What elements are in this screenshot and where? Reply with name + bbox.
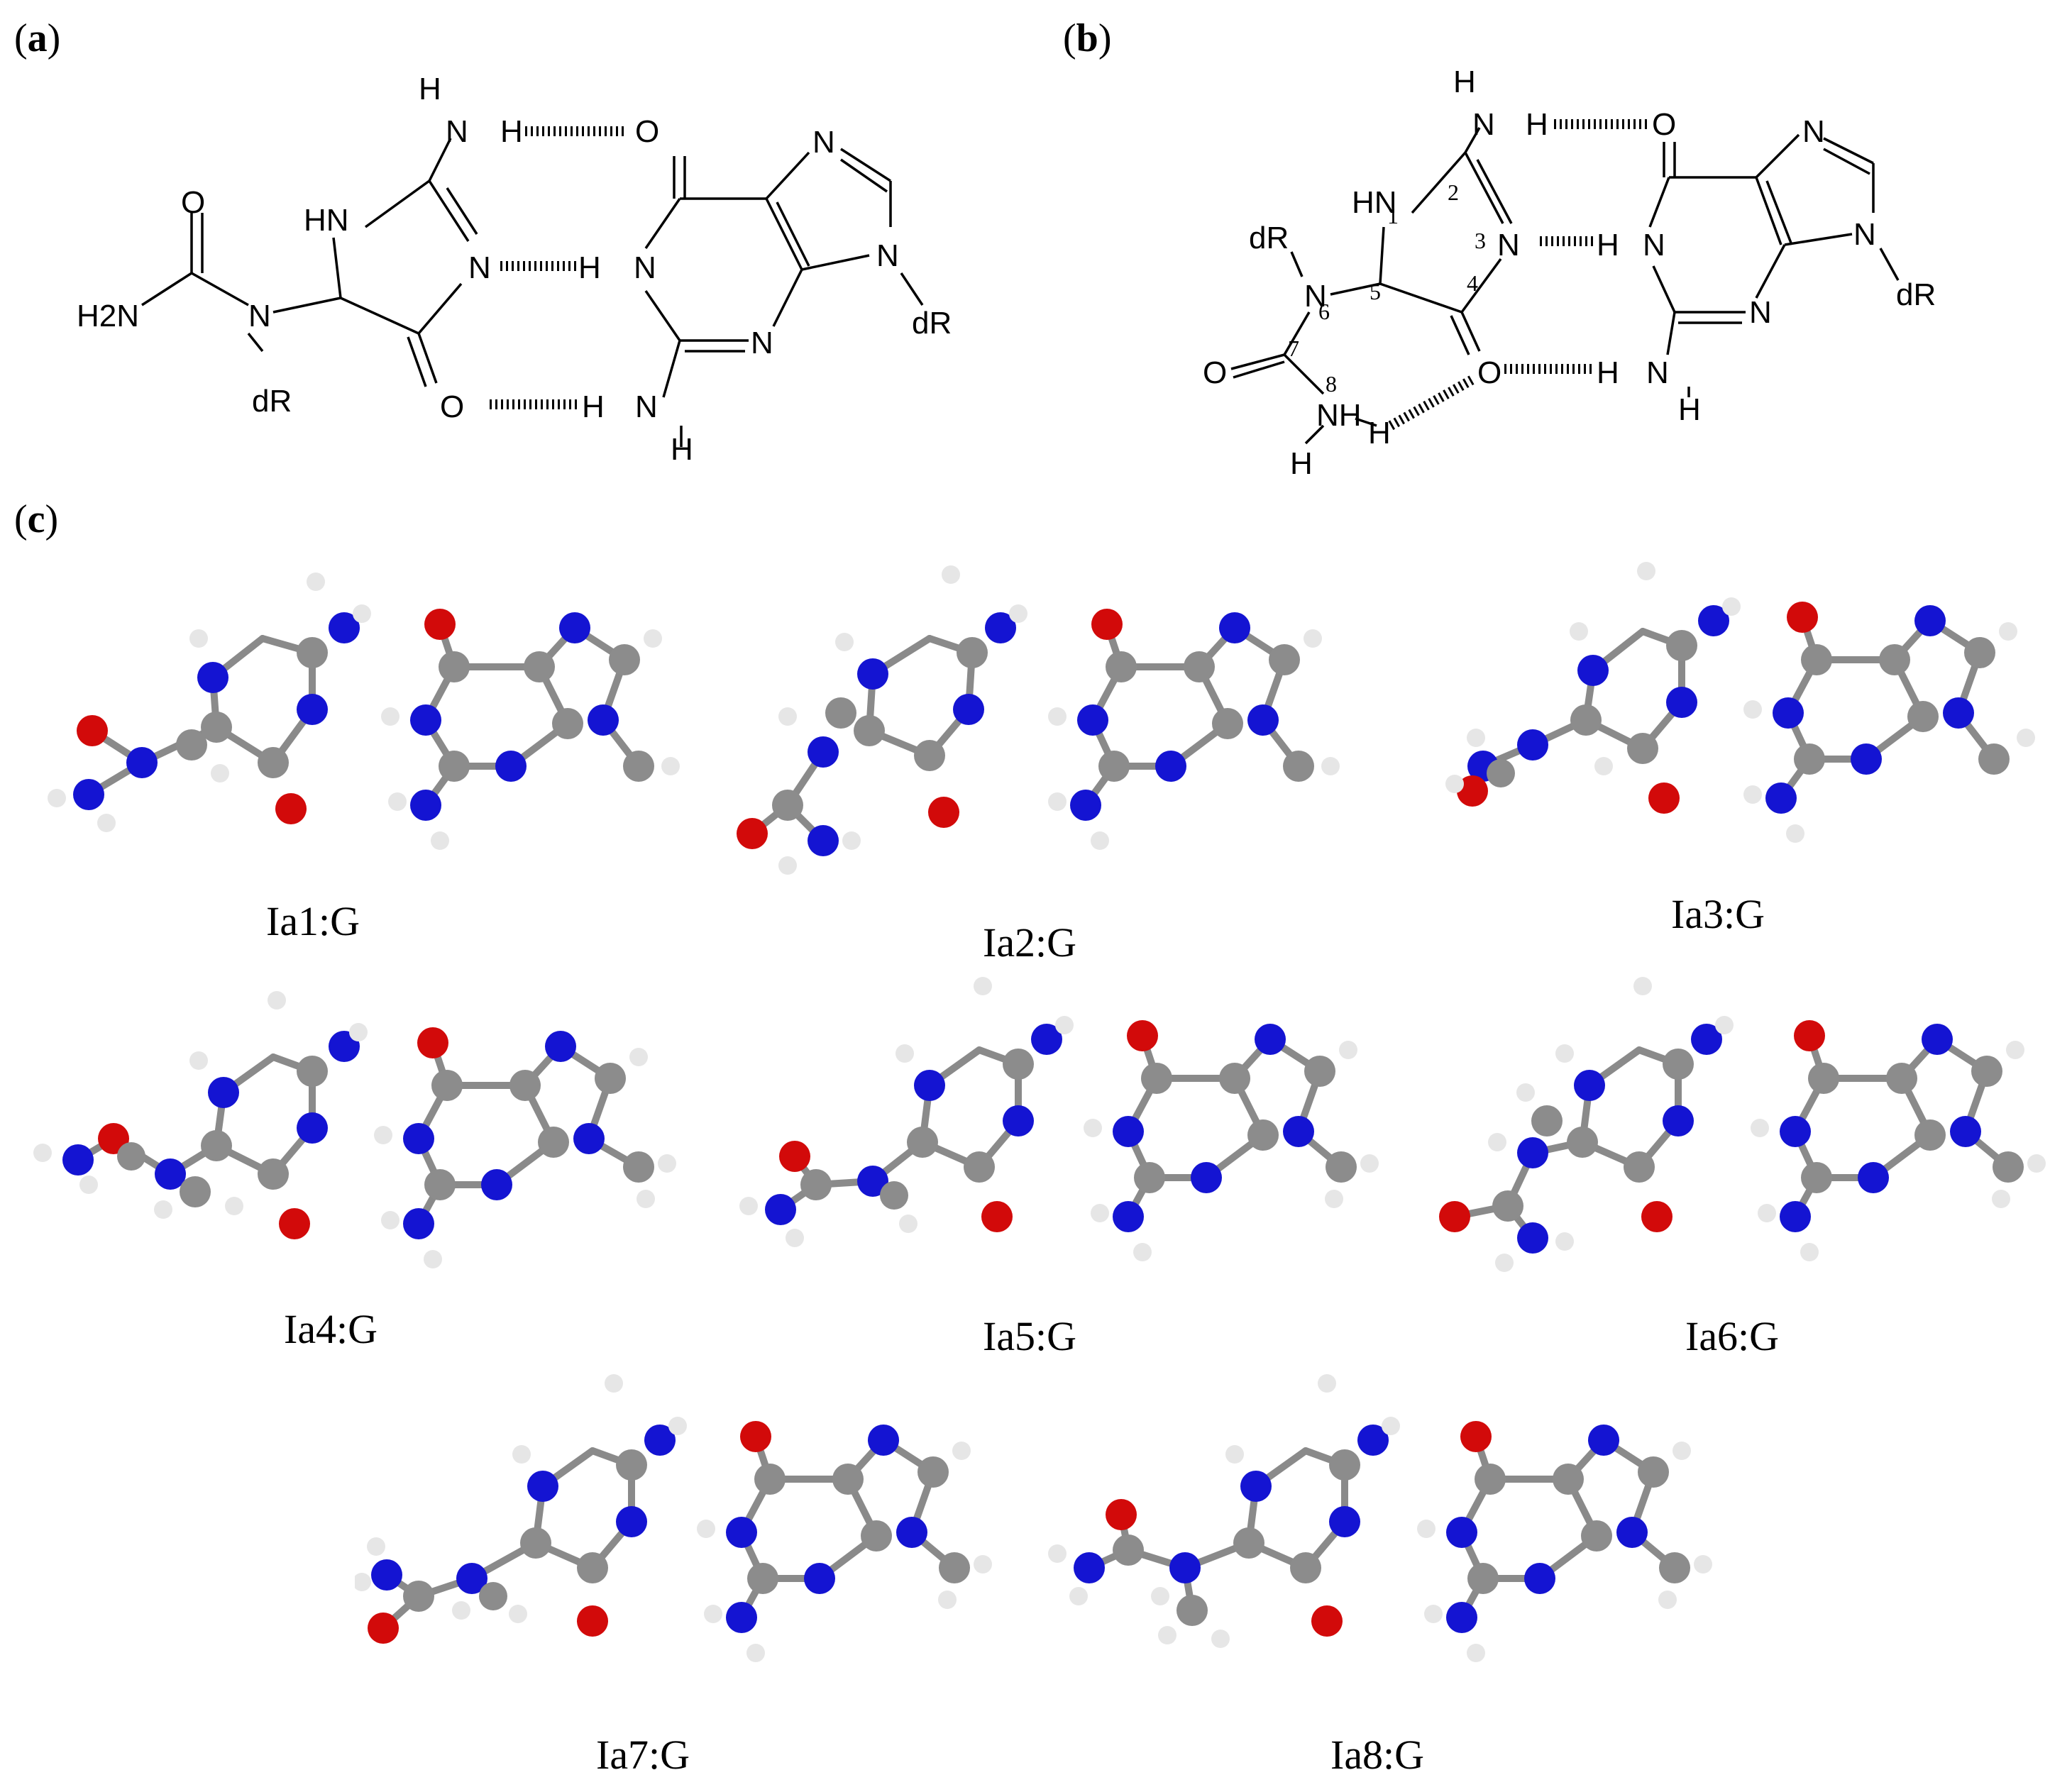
structure-atoms xyxy=(1439,977,2046,1272)
svg-text:N: N xyxy=(751,326,773,360)
svg-text:N: N xyxy=(1643,228,1665,262)
structure-model-ia3 xyxy=(1445,562,2035,843)
svg-text:N: N xyxy=(634,250,656,285)
svg-text:N: N xyxy=(1497,228,1520,262)
svg-text:8: 8 xyxy=(1326,371,1337,397)
svg-text:dR: dR xyxy=(1249,221,1289,255)
svg-text:dR: dR xyxy=(252,384,292,419)
svg-text:N: N xyxy=(1472,107,1495,142)
caption-ia3: Ia3:G xyxy=(1671,891,1765,937)
caption-ia5: Ia5:G xyxy=(983,1313,1077,1359)
structure-model-ia2 xyxy=(737,565,1340,875)
svg-text:H: H xyxy=(582,389,605,424)
structure-model-ia4 xyxy=(33,991,676,1268)
svg-text:H: H xyxy=(1597,355,1619,390)
svg-text:7: 7 xyxy=(1288,336,1299,361)
svg-text:5: 5 xyxy=(1370,279,1381,304)
scheme-a-bonds xyxy=(141,138,924,447)
svg-text:H: H xyxy=(1368,416,1391,450)
svg-text:O: O xyxy=(1477,355,1501,390)
svg-text:3: 3 xyxy=(1475,228,1486,253)
structure-atoms xyxy=(33,991,676,1268)
svg-text:H: H xyxy=(578,250,601,285)
svg-text:HN: HN xyxy=(1352,185,1397,220)
svg-text:dR: dR xyxy=(1896,277,1936,312)
caption-ia1: Ia1:G xyxy=(266,898,360,944)
svg-text:NH: NH xyxy=(1316,398,1362,433)
scheme-b-atom-numbers: 1 2 3 4 5 6 7 8 xyxy=(1288,179,1486,397)
structure-model-ia5 xyxy=(739,977,1379,1261)
caption-ia8: Ia8:G xyxy=(1330,1732,1425,1778)
panel-label-c: (c) xyxy=(14,497,59,541)
scheme-b-atoms: H N H O HN N H N dR N O NH H H O H N H N… xyxy=(1203,65,1936,481)
svg-text:N: N xyxy=(446,114,468,149)
scheme-a-hbonds xyxy=(490,126,624,409)
scheme-a: H N H O HN N H N O H2N N dR O H N H N N … xyxy=(77,72,952,467)
caption-ia4: Ia4:G xyxy=(284,1306,378,1352)
svg-text:6: 6 xyxy=(1318,299,1330,324)
svg-text:O: O xyxy=(440,389,464,424)
structure-atoms xyxy=(1445,562,2035,843)
svg-text:N: N xyxy=(635,389,658,424)
svg-text:H: H xyxy=(1526,107,1548,142)
svg-text:O: O xyxy=(1203,355,1227,390)
svg-text:H: H xyxy=(500,114,523,149)
svg-text:N: N xyxy=(248,299,271,333)
svg-text:O: O xyxy=(635,114,659,149)
svg-text:N: N xyxy=(1853,217,1876,252)
panel-label-b: (b) xyxy=(1063,16,1112,60)
svg-text:H: H xyxy=(1678,392,1701,427)
svg-text:1: 1 xyxy=(1387,203,1399,228)
scheme-b-bonds xyxy=(1230,127,1900,445)
svg-text:H: H xyxy=(671,432,693,467)
scheme-b-hbonds xyxy=(1388,119,1650,431)
caption-ia6: Ia6:G xyxy=(1685,1313,1780,1359)
svg-text:H: H xyxy=(1453,65,1476,99)
structure-model-ia1 xyxy=(48,573,680,850)
structure-model-ia8 xyxy=(1048,1374,1712,1662)
svg-text:2: 2 xyxy=(1448,179,1459,205)
structure-model-ia7 xyxy=(355,1374,992,1662)
structure-atoms xyxy=(355,1374,992,1662)
svg-text:N: N xyxy=(812,125,835,160)
caption-ia7: Ia7:G xyxy=(596,1732,690,1778)
svg-text:HN: HN xyxy=(304,203,349,238)
structure-atoms xyxy=(739,977,1379,1261)
svg-text:N: N xyxy=(468,250,491,285)
structure-atoms xyxy=(737,565,1340,875)
svg-text:4: 4 xyxy=(1467,270,1478,296)
svg-text:O: O xyxy=(1652,107,1676,142)
panel-label-a: (a) xyxy=(14,16,61,60)
svg-text:N: N xyxy=(1749,295,1772,330)
svg-text:N: N xyxy=(876,238,899,273)
structure-atoms xyxy=(1048,1374,1712,1662)
svg-text:N: N xyxy=(1646,355,1669,390)
svg-text:H2N: H2N xyxy=(77,299,139,333)
svg-text:N: N xyxy=(1304,279,1327,314)
svg-text:O: O xyxy=(181,185,205,220)
svg-text:dR: dR xyxy=(912,306,952,341)
svg-text:H: H xyxy=(1597,228,1619,262)
svg-text:H: H xyxy=(419,72,441,106)
caption-ia2: Ia2:G xyxy=(983,919,1077,966)
structure-model-ia6 xyxy=(1439,977,2046,1272)
svg-text:N: N xyxy=(1802,114,1825,149)
svg-text:H: H xyxy=(1290,446,1313,481)
structure-atoms xyxy=(48,573,680,850)
scheme-a-atoms: H N H O HN N H N O H2N N dR O H N H N N … xyxy=(77,72,952,467)
